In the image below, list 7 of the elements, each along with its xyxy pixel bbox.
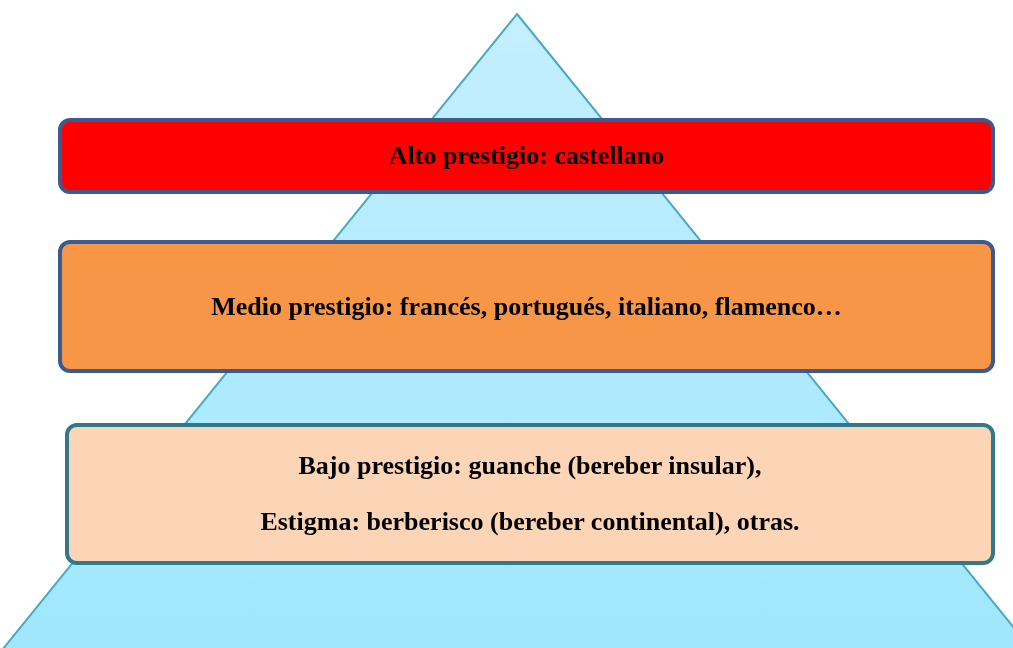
tier-label: Estigma: berberisco (bereber continental), otras. [260, 507, 800, 537]
tier-box [58, 118, 995, 194]
tier-box [65, 423, 995, 565]
tier-label: Alto prestigio: castellano [388, 141, 665, 171]
tier-label: Bajo prestigio: guanche (bereber insular), [298, 451, 762, 481]
tier-label: Medio prestigio: francés, portugués, italiano, flamenco… [211, 291, 842, 322]
tier-box [58, 240, 995, 373]
